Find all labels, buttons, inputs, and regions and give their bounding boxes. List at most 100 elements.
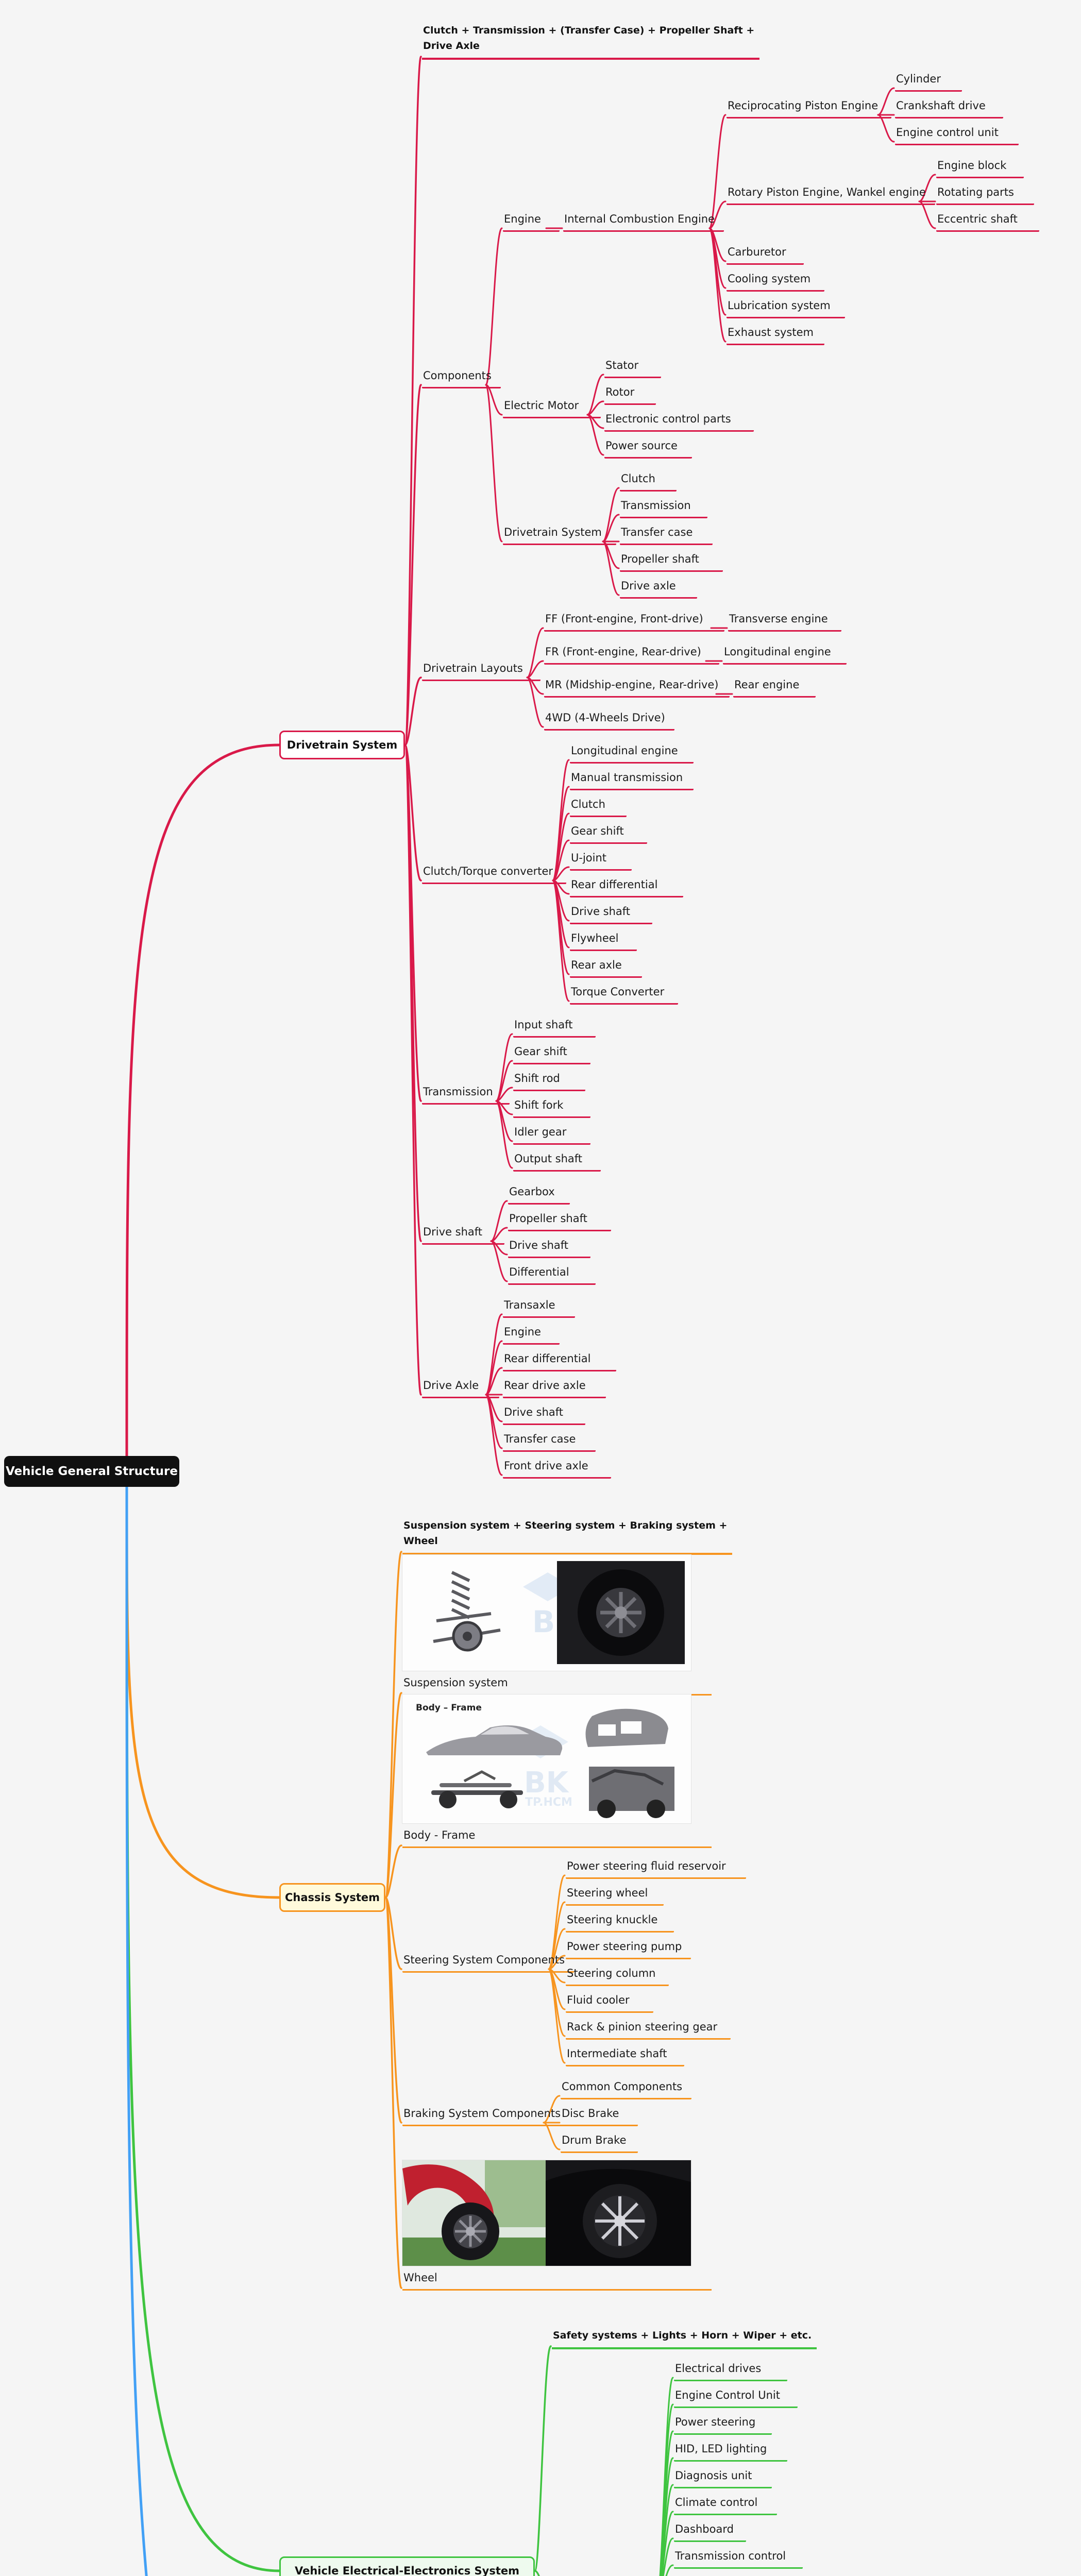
crankshaft-drive[interactable]: Crankshaft drive xyxy=(895,98,1003,118)
disc-brake[interactable]: Disc Brake xyxy=(561,2106,638,2126)
branch-link xyxy=(495,1100,513,1169)
power-steering-pump[interactable]: Power steering pump xyxy=(566,1939,691,1959)
drive-shaft[interactable]: Drive shaft xyxy=(570,904,652,924)
components[interactable]: Components xyxy=(422,368,501,388)
exhaust-system[interactable]: Exhaust system xyxy=(727,325,824,345)
longitudinal-engine[interactable]: Longitudinal engine xyxy=(570,743,694,764)
eccentric-shaft[interactable]: Eccentric shaft xyxy=(936,211,1039,232)
gear-shift[interactable]: Gear shift xyxy=(513,1044,590,1064)
rear-engine[interactable]: Rear engine xyxy=(733,677,816,698)
clutch[interactable]: Clutch xyxy=(620,471,677,492)
suspension-system[interactable]: Suspension system xyxy=(402,1671,712,1696)
transfer-case[interactable]: Transfer case xyxy=(503,1431,596,1452)
body-frame[interactable]: Body - Frame xyxy=(402,1823,712,1848)
wheel[interactable]: Wheel xyxy=(402,2266,712,2291)
drivetrain-subsystem[interactable]: Drivetrain System xyxy=(503,524,616,545)
gearbox[interactable]: Gearbox xyxy=(508,1184,570,1205)
output-shaft[interactable]: Output shaft xyxy=(513,1151,601,1172)
hid-led-lighting[interactable]: HID, LED lighting xyxy=(674,2441,787,2462)
branch-link xyxy=(877,114,895,143)
lubrication-system[interactable]: Lubrication system xyxy=(727,298,845,318)
power-steering[interactable]: Power steering xyxy=(674,2414,772,2435)
electrical-drives[interactable]: Electrical drives xyxy=(674,2361,787,2381)
transmission[interactable]: Transmission xyxy=(422,1084,510,1105)
vehicle-general-structure[interactable]: Vehicle General Structure xyxy=(4,1456,179,1487)
shift-rod[interactable]: Shift rod xyxy=(513,1071,585,1091)
layout-fr[interactable]: FR (Front-engine, Rear-drive) xyxy=(544,644,719,665)
power-source[interactable]: Power source xyxy=(604,438,692,459)
rear-differential[interactable]: Rear differential xyxy=(503,1351,616,1371)
layout-mr[interactable]: MR (Midship-engine, Rear-drive) xyxy=(544,677,730,698)
cooling-system[interactable]: Cooling system xyxy=(727,271,824,292)
layout-4wd[interactable]: 4WD (4-Wheels Drive) xyxy=(544,710,674,731)
drive-shaft[interactable]: Drive shaft xyxy=(503,1404,585,1425)
internal-combustion-engine[interactable]: Internal Combustion Engine xyxy=(563,211,724,232)
drive-axle[interactable]: Drive Axle xyxy=(422,1378,499,1398)
idler-gear[interactable]: Idler gear xyxy=(513,1124,590,1145)
dashboard[interactable]: Dashboard xyxy=(674,2521,746,2542)
transmission-control[interactable]: Transmission control xyxy=(674,2548,803,2569)
branch-link xyxy=(708,227,727,316)
fluid-cooler[interactable]: Fluid cooler xyxy=(566,1992,653,2013)
engine[interactable]: Engine xyxy=(503,211,560,232)
steering-wheel[interactable]: Steering wheel xyxy=(566,1885,664,1906)
drivetrain-layouts[interactable]: Drivetrain Layouts xyxy=(422,660,540,681)
gear-shift[interactable]: Gear shift xyxy=(570,823,647,844)
steering-column[interactable]: Steering column xyxy=(566,1965,669,1986)
electronic-control-parts[interactable]: Electronic control parts xyxy=(604,411,754,432)
layout-ff[interactable]: FF (Front-engine, Front-drive) xyxy=(544,611,724,632)
torque-converter[interactable]: Torque Converter xyxy=(570,984,678,1005)
propeller-shaft[interactable]: Propeller shaft xyxy=(508,1211,611,1231)
front-drive-axle[interactable]: Front drive axle xyxy=(503,1458,611,1479)
cylinder[interactable]: Cylinder xyxy=(895,71,962,92)
drum-brake[interactable]: Drum Brake xyxy=(561,2132,638,2153)
flywheel[interactable]: Flywheel xyxy=(570,930,637,951)
differential[interactable]: Differential xyxy=(508,1264,596,1285)
rear-drive-axle[interactable]: Rear drive axle xyxy=(503,1378,606,1398)
transmission[interactable]: Transmission xyxy=(620,498,707,518)
drivetrain-system[interactable]: Drivetrain System xyxy=(279,731,405,759)
reciprocating-piston-engine[interactable]: Reciprocating Piston Engine xyxy=(727,98,891,118)
engine-control-unit[interactable]: Engine Control Unit xyxy=(674,2387,798,2408)
drive-shaft[interactable]: Drive shaft xyxy=(422,1224,504,1245)
vehicle-electrical-electronics-system[interactable]: Vehicle Electrical-Electronics System xyxy=(279,2556,535,2576)
rotating-parts[interactable]: Rotating parts xyxy=(936,184,1034,205)
rear-differential[interactable]: Rear differential xyxy=(570,877,683,897)
shift-fork[interactable]: Shift fork xyxy=(513,1097,590,1118)
chassis-title[interactable]: Suspension system + Steering system + Br… xyxy=(402,1518,733,1555)
electric-motor[interactable]: Electric Motor xyxy=(503,398,601,418)
input-shaft[interactable]: Input shaft xyxy=(513,1017,596,1038)
steering-knuckle[interactable]: Steering knuckle xyxy=(566,1912,674,1933)
manual-transmission[interactable]: Manual transmission xyxy=(570,770,694,790)
engine-block[interactable]: Engine block xyxy=(936,158,1024,178)
electrical-title[interactable]: Safety systems + Lights + Horn + Wiper +… xyxy=(552,2328,817,2349)
clutch-torque-converter[interactable]: Clutch/Torque converter xyxy=(422,863,566,884)
transverse-engine[interactable]: Transverse engine xyxy=(728,611,841,632)
intermediate-shaft[interactable]: Intermediate shaft xyxy=(566,2046,684,2066)
common-components[interactable]: Common Components xyxy=(561,2079,692,2099)
rotor[interactable]: Rotor xyxy=(604,384,656,405)
transaxle[interactable]: Transaxle xyxy=(503,1297,575,1318)
steering-system-components[interactable]: Steering System Components xyxy=(402,1952,575,1973)
diagnosis-unit[interactable]: Diagnosis unit xyxy=(674,2468,772,2488)
drivetrain-title[interactable]: Clutch + Transmission + (Transfer Case) … xyxy=(422,23,760,60)
clutch[interactable]: Clutch xyxy=(570,796,627,817)
propeller-shaft[interactable]: Propeller shaft xyxy=(620,551,723,572)
drive-shaft[interactable]: Drive shaft xyxy=(508,1238,590,1258)
branch-link xyxy=(708,200,727,229)
rear-axle[interactable]: Rear axle xyxy=(570,957,642,978)
climate-control[interactable]: Climate control xyxy=(674,2495,777,2515)
rotary-piston-engine[interactable]: Rotary Piston Engine, Wankel engine xyxy=(727,184,935,205)
drive-axle[interactable]: Drive axle xyxy=(620,578,697,599)
u-joint[interactable]: U-joint xyxy=(570,850,632,871)
longitudinal-engine[interactable]: Longitudinal engine xyxy=(723,644,847,665)
transfer-case[interactable]: Transfer case xyxy=(620,524,713,545)
engine[interactable]: Engine xyxy=(503,1324,560,1345)
stator[interactable]: Stator xyxy=(604,358,661,378)
rack-pinion-steering-gear[interactable]: Rack & pinion steering gear xyxy=(566,2019,731,2040)
engine-control-unit[interactable]: Engine control unit xyxy=(895,125,1019,145)
power-steering-fluid-reservoir[interactable]: Power steering fluid reservoir xyxy=(566,1858,746,1879)
chassis-system[interactable]: Chassis System xyxy=(279,1883,385,1912)
braking-system-components[interactable]: Braking System Components xyxy=(402,2106,570,2126)
carburetor[interactable]: Carburetor xyxy=(727,244,804,265)
